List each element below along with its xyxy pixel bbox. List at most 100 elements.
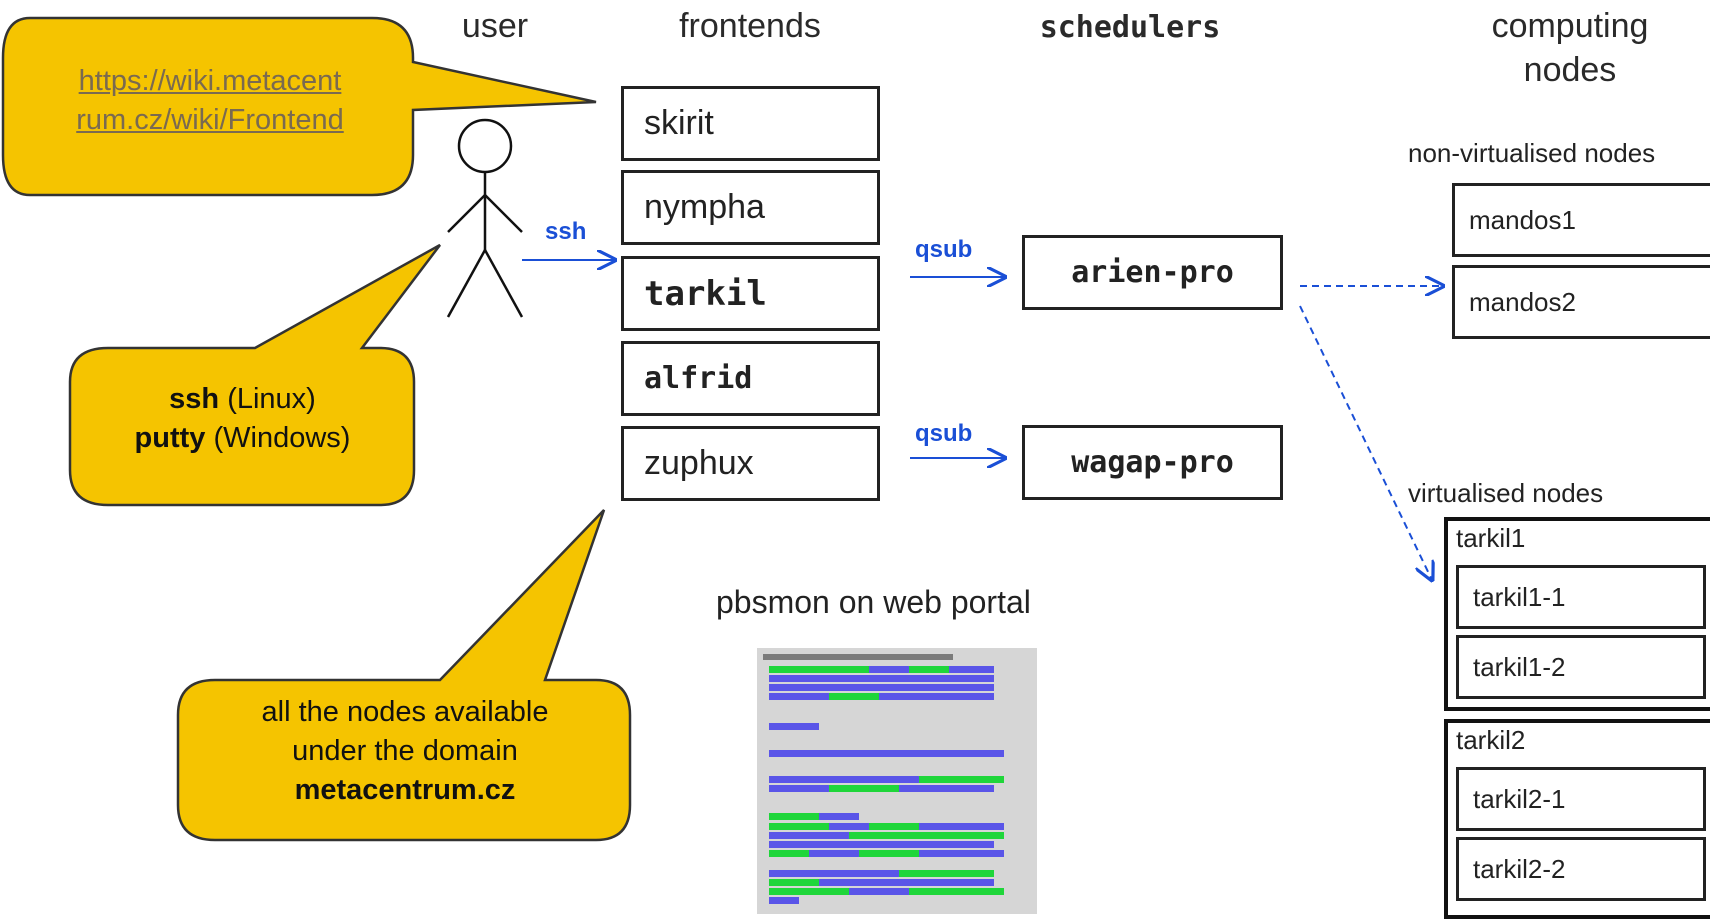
thumb-bar <box>919 850 1004 857</box>
node-label: mandos2 <box>1469 286 1576 317</box>
frontend-label: nympha <box>644 188 765 226</box>
node-label: tarkil2-1 <box>1473 783 1566 814</box>
thumb-bar <box>899 870 994 877</box>
thumb-bar <box>869 823 919 830</box>
thumb-bar <box>769 666 809 673</box>
nodes-line2: under the domain <box>292 735 518 768</box>
wiki-link-line2: rum.cz/wiki/Frontend <box>76 104 344 137</box>
frontend-label: tarkil <box>644 273 767 314</box>
vnode-tarkil1-1[interactable]: tarkil1-1 <box>1456 565 1706 629</box>
node-label: tarkil1-1 <box>1473 581 1566 612</box>
thumb-bar <box>769 693 829 700</box>
ssh-arrow-label: ssh <box>545 218 587 245</box>
vnode-group-tarkil2: tarkil2 tarkil2-1 tarkil2-2 <box>1444 719 1710 919</box>
putty-rest: (Windows) <box>205 422 351 455</box>
thumb-bar <box>899 879 994 886</box>
frontend-alfrid[interactable]: alfrid <box>621 341 880 416</box>
wiki-callout: https://wiki.metacent rum.cz/wiki/Fronte… <box>20 62 400 140</box>
thumb-bar <box>899 675 994 682</box>
thumb-bar <box>819 879 899 886</box>
thumb-bar <box>849 776 919 783</box>
thumb-bar <box>769 879 819 886</box>
thumb-bar <box>769 723 819 730</box>
thumb-bar <box>869 666 909 673</box>
thumb-bar <box>839 675 899 682</box>
thumb-bar <box>849 832 909 839</box>
vnode-tarkil2-2[interactable]: tarkil2-2 <box>1456 837 1706 901</box>
thumb-bar <box>829 785 899 792</box>
pbsmon-thumbnail[interactable] <box>757 648 1037 914</box>
thumb-bar <box>769 897 799 904</box>
col-title-computing-nodes: computing nodes <box>1491 7 1649 90</box>
node-mandos1[interactable]: mandos1 <box>1452 183 1710 257</box>
vnode-tarkil2-1[interactable]: tarkil2-1 <box>1456 767 1706 831</box>
nodes-strong: metacentrum.cz <box>294 774 516 807</box>
thumb-bar <box>819 813 859 820</box>
thumb-bar <box>859 850 919 857</box>
nodes-line1: all the nodes available <box>261 696 549 728</box>
thumb-bar <box>769 870 839 877</box>
thumb-bar <box>829 823 869 830</box>
ssh-callout-shape <box>68 243 441 507</box>
ssh-rest: (Linux) <box>219 383 316 415</box>
scheduler-label: wagap-pro <box>1071 445 1234 480</box>
dashed-arrow-virt <box>1299 305 1432 580</box>
frontend-label: skirit <box>644 104 714 142</box>
putty-strong: putty <box>134 422 206 455</box>
thumb-bar <box>909 666 949 673</box>
thumb-bar <box>829 841 899 848</box>
thumb-bar <box>839 870 899 877</box>
scheduler-label: arien-pro <box>1071 255 1234 290</box>
thumb-bar <box>849 888 909 895</box>
thumb-bar <box>899 785 994 792</box>
qsub-arrow-label-2: qsub <box>915 420 973 447</box>
thumb-header-line <box>763 654 953 660</box>
vnode-group-tarkil1: tarkil1 tarkil1-1 tarkil1-2 <box>1444 517 1710 711</box>
frontend-nympha[interactable]: nympha <box>621 170 880 245</box>
frontend-zuphux[interactable]: zuphux <box>621 426 880 501</box>
thumb-bar <box>899 684 994 691</box>
frontend-label: alfrid <box>644 361 753 396</box>
ssh-callout: ssh (Linux) putty (Windows) <box>80 380 405 458</box>
vnode-group-title: tarkil2 <box>1456 725 1526 755</box>
node-label: tarkil2-2 <box>1473 853 1566 884</box>
thumb-bar <box>769 785 829 792</box>
wiki-link-line1: https://wiki.metacent <box>78 65 342 97</box>
thumb-bar <box>909 832 1004 839</box>
wiki-callout-shape <box>1 16 597 197</box>
portal-label: pbsmon on web portal <box>716 584 1031 620</box>
node-mandos2[interactable]: mandos2 <box>1452 265 1710 339</box>
vnode-group-title: tarkil1 <box>1456 523 1526 553</box>
frontend-skirit[interactable]: skirit <box>621 86 880 161</box>
thumb-bar <box>949 666 994 673</box>
nodes-callout-shape <box>176 509 632 842</box>
nodes-callout: all the nodes available under the domain… <box>185 693 625 810</box>
thumb-bar <box>919 823 1004 830</box>
thumb-bar <box>769 841 829 848</box>
col-title-user: user <box>461 7 529 45</box>
frontend-tarkil[interactable]: tarkil <box>621 256 880 331</box>
node-label: tarkil1-2 <box>1473 651 1566 682</box>
thumb-bar <box>769 776 849 783</box>
col-title-frontends: frontends <box>679 7 821 45</box>
ssh-strong: ssh <box>169 383 220 415</box>
thumb-bar <box>809 666 869 673</box>
thumb-bar <box>839 684 899 691</box>
scheduler-arien-pro[interactable]: arien-pro <box>1022 235 1283 310</box>
non-virtualised-label: non-virtualised nodes <box>1408 138 1656 168</box>
frontend-label: zuphux <box>644 444 754 482</box>
virtualised-label: virtualised nodes <box>1408 478 1604 508</box>
scheduler-wagap-pro[interactable]: wagap-pro <box>1022 425 1283 500</box>
thumb-bar <box>769 832 849 839</box>
thumb-bar <box>769 813 819 820</box>
wiki-link[interactable]: https://wiki.metacent rum.cz/wiki/Fronte… <box>76 65 344 136</box>
thumb-bar <box>769 823 829 830</box>
vnode-tarkil1-2[interactable]: tarkil1-2 <box>1456 635 1706 699</box>
thumb-bar <box>769 888 849 895</box>
thumb-bar <box>919 776 1004 783</box>
thumb-bar <box>899 841 994 848</box>
thumb-bar <box>769 675 839 682</box>
user-icon <box>446 118 524 318</box>
qsub-arrow-label-1: qsub <box>915 236 973 263</box>
